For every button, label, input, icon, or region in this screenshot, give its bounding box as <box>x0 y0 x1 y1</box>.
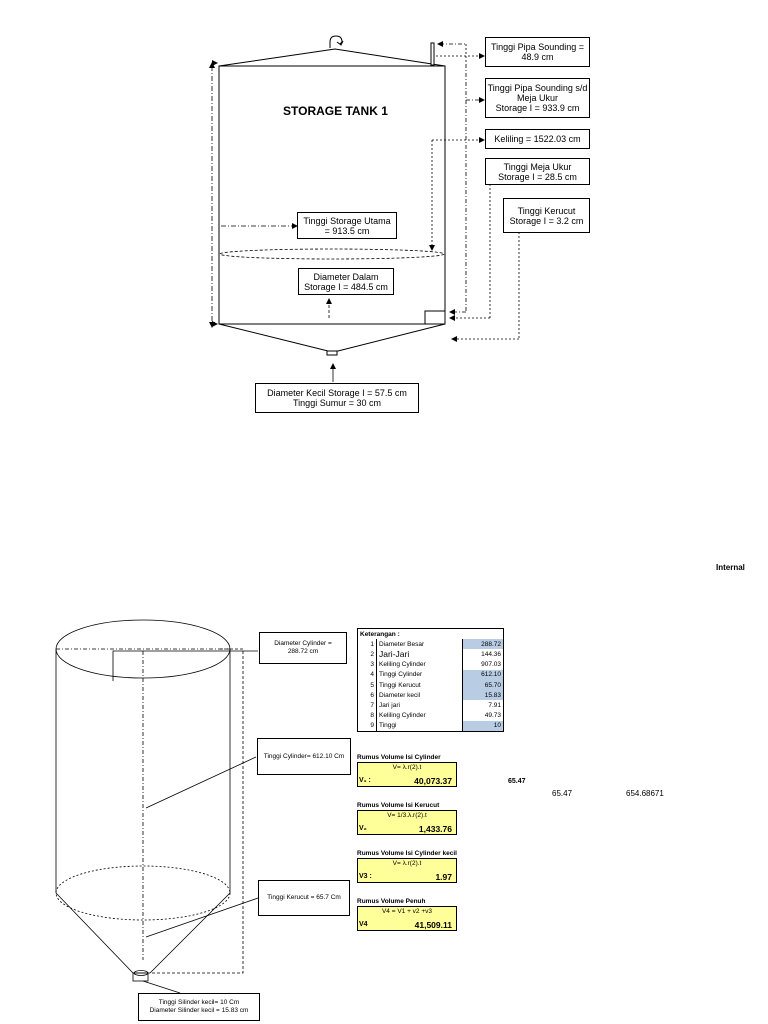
formula-box: V= λ.r(2).t V₁ : 40,073.37 <box>357 762 457 787</box>
formula-value: 1,433.76 <box>418 824 452 834</box>
internal-label: Internal <box>716 563 745 572</box>
row-number: 5 <box>357 679 377 691</box>
formula-label: V3 : <box>359 873 372 880</box>
tank-body <box>218 65 446 325</box>
row-value: 7.91 <box>461 700 505 711</box>
row-number: 7 <box>357 700 377 711</box>
label-tinggi-cylinder: Tinggi Cylinder= 612.10 Cm <box>257 738 351 775</box>
row-number: 8 <box>357 710 377 721</box>
vent-icon <box>329 35 344 48</box>
formula-equation: V4 = V1 + v2 +v3 <box>381 908 433 915</box>
row-value: 612.10 <box>461 669 505 680</box>
free-value-bold: 65.47 <box>508 778 526 785</box>
label-kerucut: Tinggi Kerucut Storage I = 3.2 cm <box>503 198 590 233</box>
row-value: 288.72 <box>461 639 505 650</box>
sounding-pipe <box>430 42 435 66</box>
formula-title: Rumus Volume Penuh <box>357 898 426 905</box>
label-keliling: Keliling = 1522.03 cm <box>485 129 590 149</box>
label-pipa-meja-ukur: Tinggi Pipa Sounding s/d Meja Ukur Stora… <box>485 78 590 118</box>
row-label: Diameter kecil <box>376 690 463 701</box>
formula-value: 40,073.37 <box>414 776 452 786</box>
row-label: Jari-Jari <box>376 649 463 660</box>
row-value: 65.70 <box>461 679 505 691</box>
cylinder-diagram <box>55 619 259 994</box>
row-number: 1 <box>357 639 377 650</box>
tank-outlet <box>326 350 338 356</box>
row-value: 907.03 <box>461 659 505 670</box>
formula-value: 41,509.11 <box>414 920 452 930</box>
row-value: 10 <box>461 720 505 732</box>
formula-title: Rumus Volume Isi Kerucut <box>357 802 440 809</box>
row-label: Tinggi Cylinder <box>376 669 463 680</box>
row-number: 2 <box>357 649 377 660</box>
formula-equation: V= λ.r(2).t <box>392 860 422 867</box>
formula-equation: V= λ.r(2).t <box>392 764 422 771</box>
tank-cone <box>218 323 446 352</box>
formula-value: 1.97 <box>435 872 452 882</box>
label-pipa-sounding: Tinggi Pipa Sounding = 48.9 cm <box>485 37 590 67</box>
label-meja-ukur: Tinggi Meja Ukur Storage I = 28.5 cm <box>485 158 590 185</box>
diameter-ellipse <box>219 248 445 260</box>
label-tinggi-kerucut: Tinggi Kerucut = 65.7 Cm <box>258 880 350 916</box>
row-value: 144.36 <box>461 649 505 660</box>
label-diameter-cylinder: Diameter Cylinder = 288.72 cm <box>259 632 347 664</box>
row-label: Tinggi <box>376 720 463 732</box>
row-label: Diameter Besar <box>376 639 463 650</box>
free-value-a: 65.47 <box>552 789 573 798</box>
formula-title: Rumus Volume Isi Cylinder kecil <box>357 850 457 857</box>
row-value: 15.83 <box>461 690 505 701</box>
label-diameter-dalam: Diameter Dalam Storage I = 484.5 cm <box>298 268 394 295</box>
formula-section: Rumus Volume Isi Cylinder V= λ.r(2).t V₁ :… <box>357 753 457 787</box>
label-storage-utama: Tinggi Storage Utama = 913.5 cm <box>297 212 397 239</box>
row-number: 4 <box>357 669 377 680</box>
tank-roof <box>218 48 446 67</box>
row-value: 49.73 <box>461 710 505 721</box>
row-label: Keliling Cylinder <box>376 710 463 721</box>
row-label: Tinggi Kerucut <box>376 679 463 691</box>
free-value-b: 654.68671 <box>626 789 664 798</box>
keterangan-header: Keterangan : <box>357 628 504 640</box>
formula-equation: V= 1/3.λ.r(2).t <box>387 812 427 819</box>
formula-label: V₁ : <box>359 777 371 784</box>
meja-ukur-box <box>424 310 446 325</box>
formula-title: Rumus Volume Isi Cylinder <box>357 754 441 761</box>
formula-box: V= λ.r(2).t V3 : 1.97 <box>357 858 457 883</box>
label-silinder-kecil: Tinggi Silinder kecil= 10 Cm Diameter Si… <box>138 993 260 1021</box>
tank-title: STORAGE TANK 1 <box>283 104 388 118</box>
row-number: 3 <box>357 659 377 670</box>
label-diameter-kecil: Diameter Kecil Storage I = 57.5 cm Tingg… <box>255 383 419 413</box>
row-number: 9 <box>357 720 377 732</box>
row-number: 6 <box>357 690 377 701</box>
row-label: Jari jari <box>376 700 463 711</box>
row-label: Keliling Cylinder <box>376 659 463 670</box>
formula-label: V₂ <box>359 825 367 832</box>
formula-label: V4 <box>359 921 368 928</box>
